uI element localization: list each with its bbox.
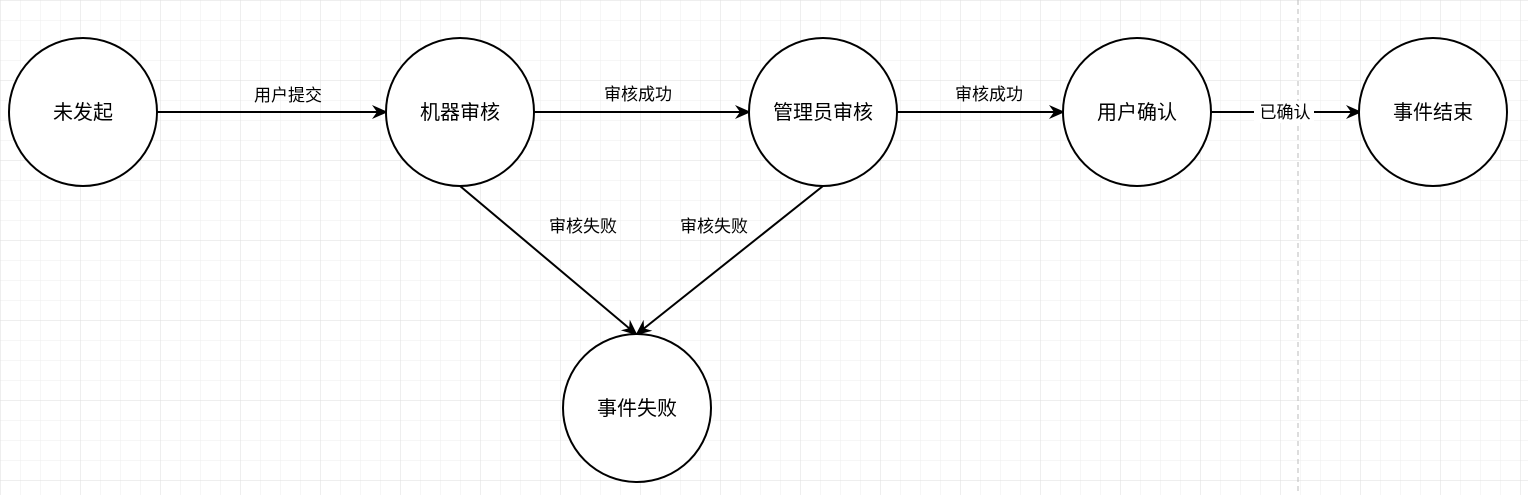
edge-label-confirmed-background	[1254, 101, 1314, 123]
node-admin-review[interactable]: 管理员审核	[748, 37, 898, 187]
edge-label-confirmed: 已确认	[1260, 103, 1311, 123]
edge-review-fail-admin[interactable]	[635, 185, 824, 336]
edge-label-user-submit: 用户提交	[254, 86, 322, 106]
node-event-failed[interactable]: 事件失败	[562, 333, 712, 483]
node-label-not-started: 未发起	[53, 100, 113, 124]
node-label-event-end: 事件结束	[1393, 100, 1473, 124]
edge-label-review-fail-admin: 审核失败	[680, 217, 748, 237]
edge-label-review-fail-machine: 审核失败	[549, 217, 617, 237]
node-label-machine-review: 机器审核	[420, 100, 500, 124]
edge-label-review-success-admin: 审核成功	[955, 85, 1023, 105]
node-user-confirm[interactable]: 用户确认	[1062, 37, 1212, 187]
node-not-started[interactable]: 未发起	[8, 37, 158, 187]
edge-label-review-success-machine: 审核成功	[604, 85, 672, 105]
node-label-user-confirm: 用户确认	[1097, 100, 1177, 124]
node-label-event-failed: 事件失败	[597, 396, 677, 420]
node-label-admin-review: 管理员审核	[773, 100, 873, 124]
node-event-end[interactable]: 事件结束	[1358, 37, 1508, 187]
edge-review-fail-machine[interactable]	[459, 185, 638, 336]
node-machine-review[interactable]: 机器审核	[385, 37, 535, 187]
